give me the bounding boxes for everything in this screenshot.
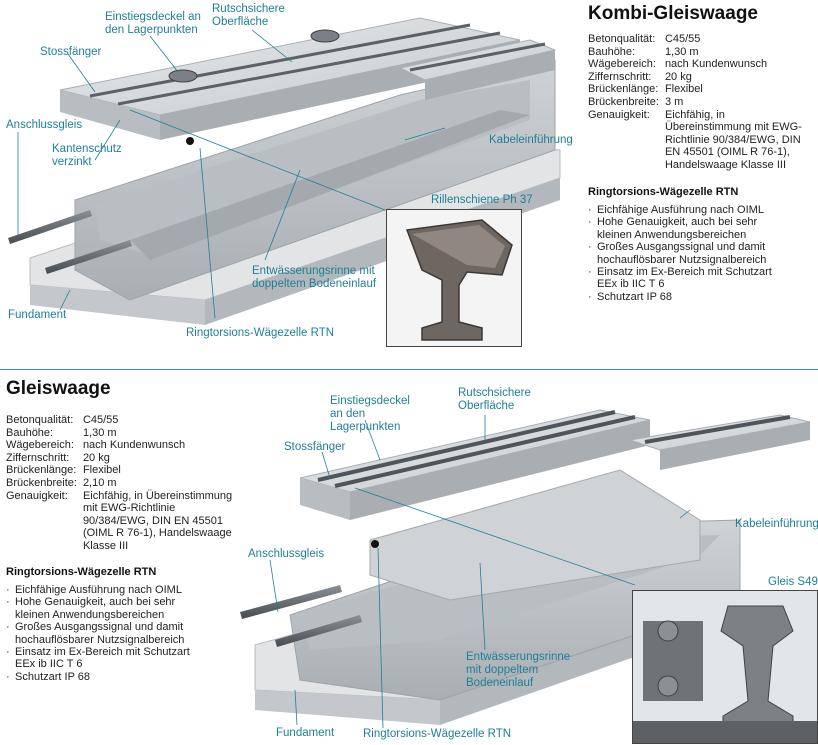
label-kabeleinfuehrung: Kabeleinführung (489, 134, 573, 146)
label-rillenschiene: Rillenschiene Ph 37 (431, 194, 533, 206)
label-anschlussgleis: Anschlussgleis (6, 119, 83, 131)
bottom-bullet-list: Eichfähige Ausführung nach OIML Hohe Gen… (6, 584, 206, 684)
bottom-loadcell-marker (371, 540, 379, 548)
bottom-title: Gleiswaage (6, 378, 111, 399)
label-fundament-bottom: Fundament (276, 727, 335, 739)
top-leader-lines (17, 29, 446, 319)
bottom-leader-lines (269, 415, 691, 729)
top-loadcell-marker (186, 137, 194, 145)
bottom-platform-right (629, 414, 811, 470)
list-item: Großes Ausgangssignal und damit hochaufl… (588, 241, 788, 266)
bottom-pillar-beam (369, 469, 701, 601)
label-rutschsicher: Rutschsichere Oberfläche (212, 3, 285, 28)
top-connecting-rail (8, 210, 132, 274)
list-item: Einsatz im Ex-Bereich mit Schutzart EEx … (588, 266, 788, 291)
top-title: Kombi-Gleiswaage (588, 3, 758, 24)
rillenschiene-inset (386, 209, 522, 347)
list-item: Eichfähige Ausführung nach OIML (6, 584, 206, 597)
label-kantenschutz: Kantenschutz verzinkt (52, 143, 122, 168)
top-subtitle: Ringtorsions-Wägezelle RTN (588, 186, 739, 198)
label-stossfaenger-bottom: Stossfänger (284, 441, 346, 453)
top-platform-right (398, 39, 557, 100)
bottom-subtitle: Ringtorsions-Wägezelle RTN (6, 566, 157, 578)
list-item: Schutzart IP 68 (588, 291, 788, 304)
list-item: Großes Ausgangssignal und damit hochaufl… (6, 621, 206, 646)
bottom-spec-table: Betonqualität:C45/55 Bauhöhe:1,30 m Wäge… (6, 414, 233, 552)
label-ringtorsion: Ringtorsions-Wägezelle RTN (186, 327, 335, 339)
label-entwaesserung: Entwässerungsrinne mit doppeltem Bodenei… (252, 265, 377, 290)
top-bullet-list: Eichfähige Ausführung nach OIML Hohe Gen… (588, 204, 788, 304)
label-stossfaenger: Stossfänger (40, 46, 102, 58)
label-fundament: Fundament (8, 309, 67, 321)
bottom-connecting-rail (240, 585, 362, 647)
label-einstiegsdeckel-bottom: Einstiegsdeckel an den Lagerpunkten (330, 395, 410, 433)
list-item: Hohe Genauigkeit, auch bei sehr kleinen … (588, 216, 788, 241)
bottom-platform-left (299, 409, 651, 520)
label-entwaesserung-bottom: Entwässerungsrinne mit doppeltem Bodenei… (466, 651, 571, 689)
label-gleis-s49: Gleis S49 (768, 576, 818, 588)
label-einstiegsdeckel: Einstiegsdeckel an den Lagerpunkten (105, 11, 201, 36)
list-item: Eichfähige Ausführung nach OIML (588, 204, 788, 217)
list-item: Hohe Genauigkeit, auch bei sehr kleinen … (6, 596, 206, 621)
label-anschlussgleis-bottom: Anschlussgleis (248, 548, 325, 560)
top-spec-table: Betonqualität:C45/55 Bauhöhe:1,30 m Wäge… (588, 33, 802, 171)
section-divider (0, 369, 818, 370)
list-item: Schutzart IP 68 (6, 671, 206, 684)
label-kabeleinfuehrung-bottom: Kabeleinführung (735, 518, 818, 530)
list-item: Einsatz im Ex-Bereich mit Schutzart EEx … (6, 646, 206, 671)
label-rutschsicher-bottom: Rutschsichere Oberfläche (458, 387, 531, 412)
top-pit (74, 59, 556, 301)
label-ringtorsion-bottom: Ringtorsions-Wägezelle RTN (363, 728, 512, 740)
gleis-s49-inset (632, 590, 818, 744)
